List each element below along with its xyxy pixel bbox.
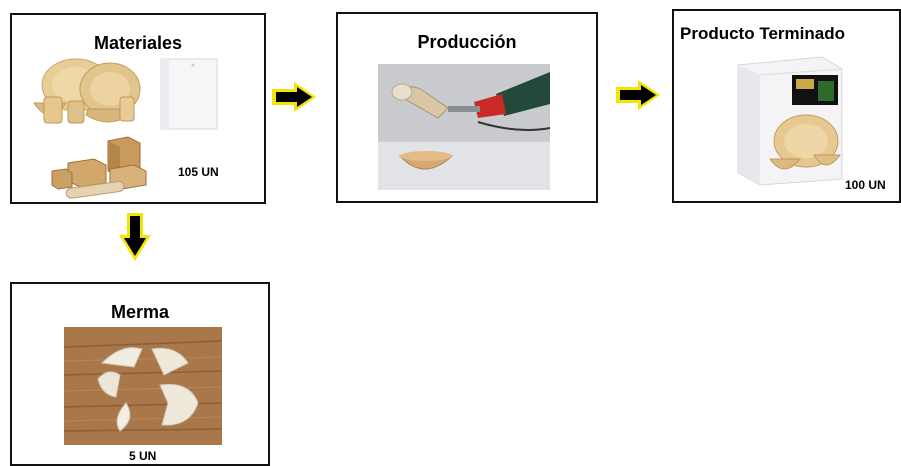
packaging-box-image [160,58,218,130]
materiales-box: Materiales 105 UN [10,13,266,204]
arrow-right-icon [616,80,660,110]
bamboo-tableware-image [33,58,141,124]
merma-title: Merma [110,302,170,322]
production-spray-image [378,64,550,190]
produccion-box: Producción [336,12,598,203]
producto-terminado-quantity: 100 UN [845,178,886,192]
merma-box: Merma 5 UN [10,282,270,466]
arrow-down-icon [119,213,151,261]
arrow-right-icon [272,82,316,112]
merma-quantity: 5 UN [129,449,157,463]
producto-terminado-box: Producto Terminado 100 UN [672,9,901,203]
materiales-quantity: 105 UN [178,165,219,179]
broken-plate-image [64,327,222,445]
cardboard-boxes-image [51,136,147,199]
materiales-title: Materiales [93,33,183,53]
produccion-title: Producción [417,32,517,52]
producto-terminado-title: Producto Terminado [680,24,845,43]
finished-product-box-image [737,56,843,186]
